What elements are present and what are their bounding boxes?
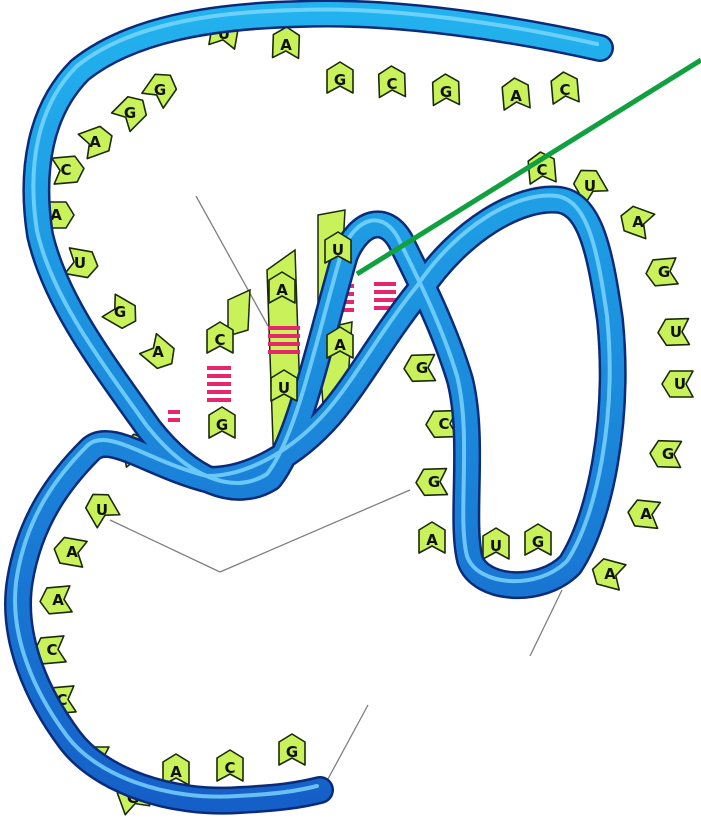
base-letter: G: [532, 533, 544, 551]
base-letter: A: [276, 281, 288, 299]
base-letter: G: [154, 81, 166, 99]
hbond-block-1: [207, 366, 231, 402]
nucleotide-base-g: G: [209, 407, 235, 438]
nucleotide-base-c: C: [378, 66, 405, 98]
base-letter: G: [286, 743, 298, 761]
base-letter: C: [46, 641, 57, 659]
hbond-block-5: [168, 410, 180, 422]
nucleotide-base-g: G: [279, 734, 305, 765]
base-letter: G: [216, 416, 228, 434]
nucleotide-base-c: C: [52, 155, 85, 184]
nucleotide-base-a: A: [52, 536, 87, 567]
base-letter: G: [124, 104, 136, 122]
nucleotide-base-a: A: [589, 557, 626, 590]
base-letter: G: [440, 83, 452, 101]
base-letter: A: [280, 36, 292, 54]
leader-line-loop-left: [110, 520, 220, 572]
nucleotide-base-c: C: [217, 750, 243, 781]
nucleotide-base-u: U: [658, 319, 690, 346]
nucleotide-base-g: G: [645, 258, 678, 287]
base-letter: G: [114, 303, 126, 321]
nucleotide-base-a: A: [419, 522, 445, 553]
base-letter: U: [584, 177, 596, 195]
nucleotide-base-g: G: [525, 524, 551, 555]
base-letter: G: [334, 71, 346, 89]
nucleotide-base-g: G: [416, 469, 448, 496]
base-letter: A: [426, 531, 438, 549]
base-letter: C: [438, 415, 449, 433]
nucleotide-base-g: G: [432, 74, 459, 106]
base-letter: U: [490, 537, 502, 555]
nucleotide-base-a: A: [501, 77, 530, 110]
nucleotide-base-g: G: [404, 355, 436, 382]
base-letter: C: [60, 161, 71, 179]
nucleotide-base-a: A: [617, 204, 655, 239]
base-letter: A: [510, 87, 522, 105]
base-letter: U: [278, 379, 290, 397]
nucleotide-base-g: G: [142, 68, 181, 108]
nucleotide-base-a: A: [140, 334, 180, 374]
ribbon-backbone: [15, 9, 613, 800]
base-letter: G: [662, 445, 674, 463]
nucleotide-base-a: A: [627, 499, 661, 528]
base-letter: A: [334, 336, 346, 354]
base-letter: A: [52, 591, 64, 609]
base-letter: U: [332, 241, 344, 259]
base-letter: A: [170, 763, 182, 781]
base-letter: G: [658, 263, 670, 281]
leader-line-hairpin: [530, 590, 562, 656]
nucleotide-base-g: G: [112, 91, 152, 131]
base-letter: A: [89, 133, 101, 151]
nucleotide-base-u: U: [483, 528, 509, 559]
base-letter: U: [674, 375, 686, 393]
base-letter: U: [96, 501, 108, 519]
nucleotide-base-a: A: [273, 27, 300, 59]
base-letter: U: [670, 323, 682, 341]
leader-line-tail: [322, 705, 368, 790]
base-letter: C: [224, 759, 235, 777]
nucleotide-base-u: U: [662, 371, 693, 397]
nucleotide-base-c: C: [550, 71, 579, 104]
base-letter: A: [604, 565, 616, 583]
leader-line-loop-right: [220, 490, 410, 572]
base-letter: A: [632, 213, 644, 231]
base-letter: C: [386, 75, 397, 93]
nucleotide-base-g: G: [327, 62, 353, 93]
base-letter: U: [74, 254, 86, 272]
base-letter: G: [416, 359, 428, 377]
base-letter: G: [428, 473, 440, 491]
nucleotide-base-a: A: [39, 586, 72, 615]
base-letter: A: [152, 343, 164, 361]
base-letter: C: [559, 81, 570, 99]
base-letter: C: [214, 331, 225, 349]
nucleotide-base-g: G: [650, 440, 682, 467]
base-letter: A: [66, 543, 78, 561]
nucleotide-base-u: U: [65, 248, 100, 279]
base-letter: A: [640, 505, 652, 523]
nucleotide-base-a: A: [78, 124, 116, 159]
nucleotide-base-g: G: [102, 294, 142, 332]
